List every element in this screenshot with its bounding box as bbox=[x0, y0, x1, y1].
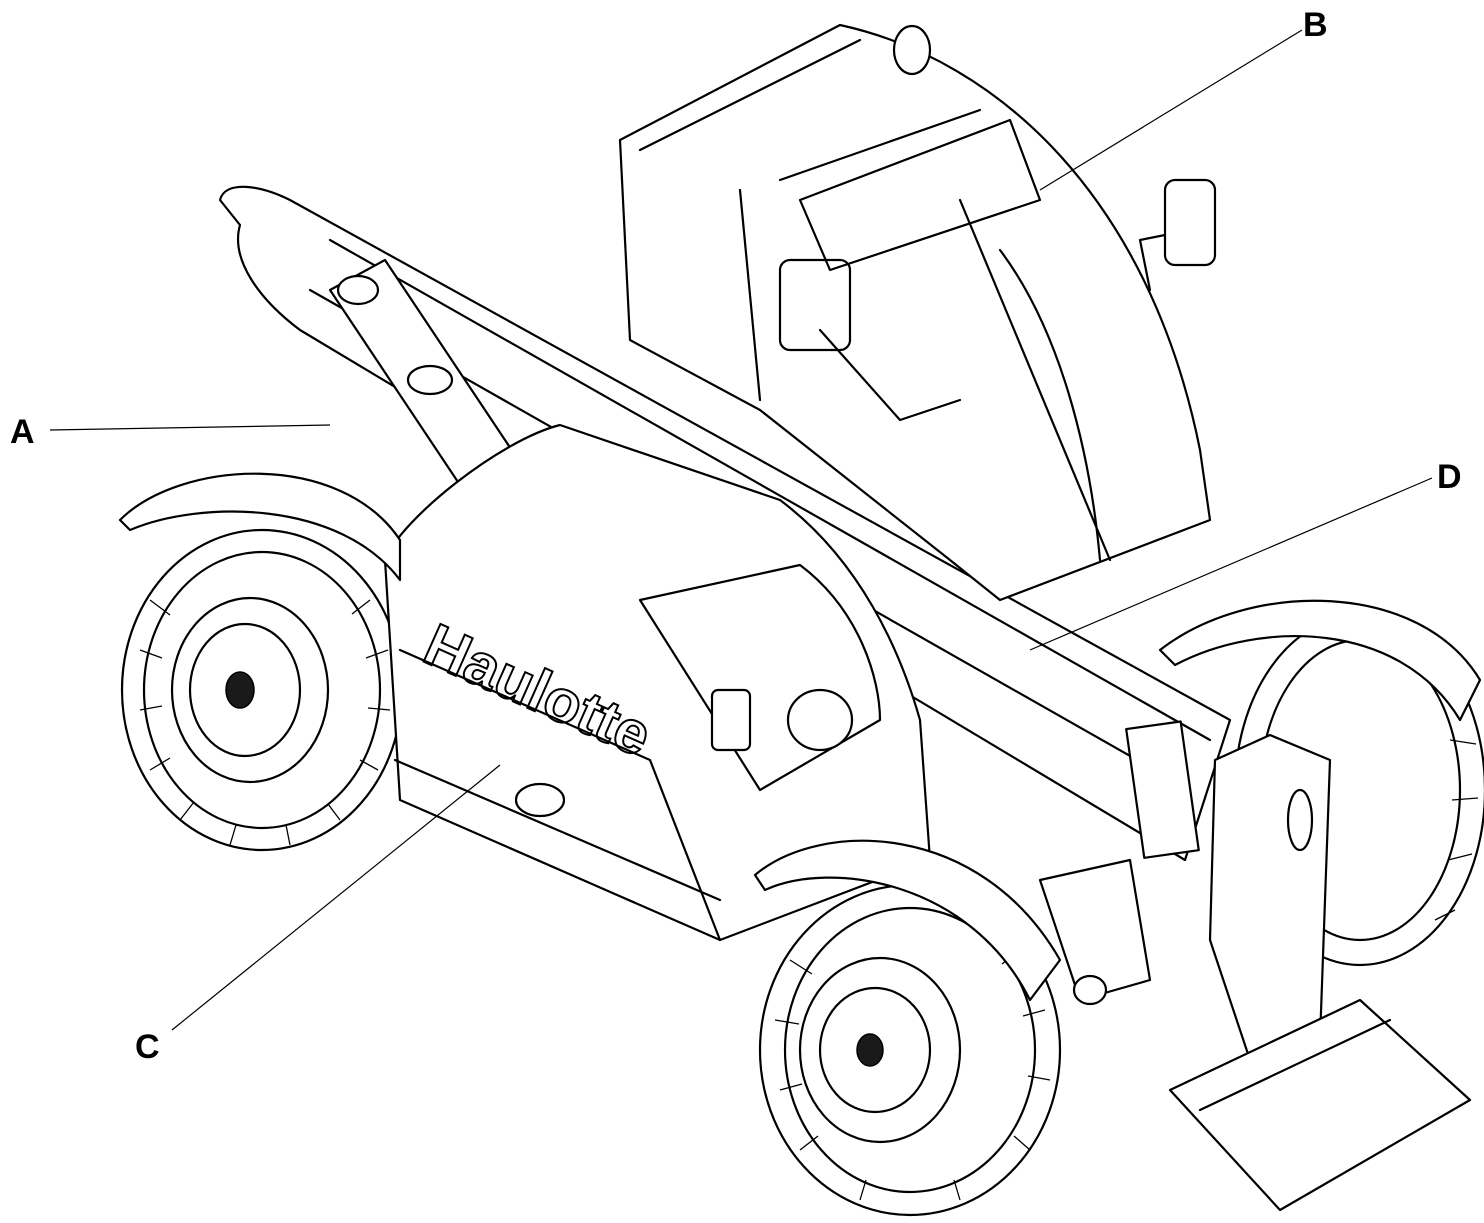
frame-arm bbox=[1038, 858, 1152, 1006]
fenders bbox=[118, 472, 1482, 1002]
engine-cover: Haulotte bbox=[383, 423, 932, 942]
callout-label-d: D bbox=[1437, 458, 1462, 496]
callout-label-a: A bbox=[10, 413, 35, 451]
front-left-wheel bbox=[758, 883, 1062, 1217]
callout-label-c: C bbox=[135, 1028, 160, 1066]
leader-line-c bbox=[171, 764, 501, 1031]
callout-leaders bbox=[49, 29, 1433, 1031]
callout-label-b: B bbox=[1303, 6, 1328, 44]
side-mirror bbox=[1138, 178, 1217, 292]
tool-carriage bbox=[1168, 733, 1472, 1212]
leader-line-b bbox=[1039, 29, 1303, 191]
leader-line-d bbox=[1029, 477, 1433, 651]
leader-line-a bbox=[49, 424, 331, 431]
rear-left-wheel bbox=[120, 528, 404, 852]
operator-cab bbox=[618, 23, 1212, 602]
